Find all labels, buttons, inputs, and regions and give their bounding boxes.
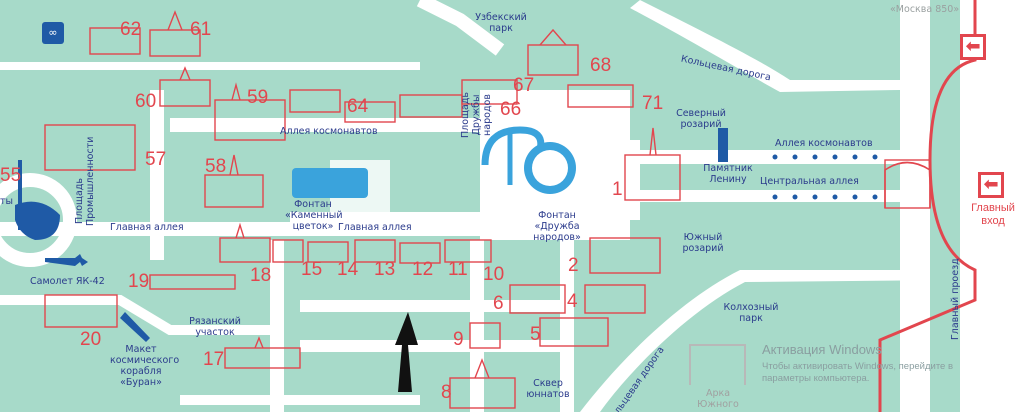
num-68: 68 xyxy=(590,55,612,76)
num-66: 66 xyxy=(500,99,522,120)
label-moscow-sign: «Москва 850» xyxy=(890,4,960,15)
label-lenin-monument: Памятник Ленину xyxy=(703,163,753,185)
label-partial-left: ты xyxy=(0,196,14,207)
label-cosmonauts-alley-left: Аллея космонавтов xyxy=(280,126,378,137)
num-62: 62 xyxy=(120,19,142,40)
exit-arrow-top-icon: ⬅ xyxy=(960,34,986,60)
main-entrance-label: Главный вход xyxy=(971,202,1015,227)
num-55: 55 xyxy=(0,165,22,186)
label-fountain-stone-flower: Фонтан «Каменный цветок» xyxy=(285,199,343,232)
num-57: 57 xyxy=(145,149,167,170)
label-main-passage: Главный проезд xyxy=(950,258,961,340)
num-15: 15 xyxy=(301,259,323,280)
num-11: 11 xyxy=(448,259,468,280)
num-4: 4 xyxy=(567,291,578,312)
label-cosmonauts-alley-right: Аллея космонавтов xyxy=(775,138,873,149)
label-kolkhoz-park: Колхозный парк xyxy=(723,302,779,324)
activation-line1: Чтобы активировать Windows, перейдите в xyxy=(762,361,954,372)
label-yak42: Самолет ЯК-42 xyxy=(30,276,105,287)
num-60: 60 xyxy=(135,91,157,112)
num-71: 71 xyxy=(642,93,664,114)
num-61: 61 xyxy=(190,19,212,40)
num-6: 6 xyxy=(493,293,504,314)
num-58: 58 xyxy=(205,156,227,177)
linked-rings-icon: ∞ xyxy=(42,22,64,44)
label-uzbek-park: Узбекский парк xyxy=(475,12,527,34)
num-13: 13 xyxy=(374,259,396,280)
label-arch: Арка Южного xyxy=(697,388,739,410)
exit-arrow-main-icon: ⬅ xyxy=(978,172,1004,198)
num-9: 9 xyxy=(453,329,464,350)
num-18: 18 xyxy=(250,265,272,286)
label-southern-rosary: Южный розарий xyxy=(682,232,724,254)
activation-title: Активация Windows xyxy=(762,342,882,357)
label-main-alley-left: Главная аллея xyxy=(110,222,184,233)
label-main-alley-mid: Главная аллея xyxy=(338,222,412,233)
num-1: 1 xyxy=(612,179,623,200)
num-14: 14 xyxy=(337,259,359,280)
label-fountain-friendship: Фонтан «Дружба народов» xyxy=(533,210,581,243)
label-ryazan-plot: Рязанский участок xyxy=(189,316,241,338)
num-2: 2 xyxy=(568,255,579,276)
num-64: 64 xyxy=(347,96,369,117)
activation-line2: параметры компьютера. xyxy=(762,373,870,384)
label-northern-rosary: Северный розарий xyxy=(676,108,726,130)
label-central-alley: Центральная аллея xyxy=(760,176,859,187)
num-10: 10 xyxy=(483,264,505,285)
num-8: 8 xyxy=(441,382,452,403)
num-5: 5 xyxy=(530,324,541,345)
num-17: 17 xyxy=(203,349,225,370)
num-67: 67 xyxy=(513,75,535,96)
num-19: 19 xyxy=(128,271,150,292)
label-buran: Макет космического корабля «Буран» xyxy=(110,344,180,388)
num-59: 59 xyxy=(247,87,269,108)
num-20: 20 xyxy=(80,329,102,350)
label-square-friendship: Площадь Дружбы народов xyxy=(460,92,493,138)
label-square-industry: Площадь Промышленности xyxy=(74,136,96,226)
label-skver-yunnatov: Сквер юннатов xyxy=(526,378,570,400)
num-12: 12 xyxy=(412,259,434,280)
